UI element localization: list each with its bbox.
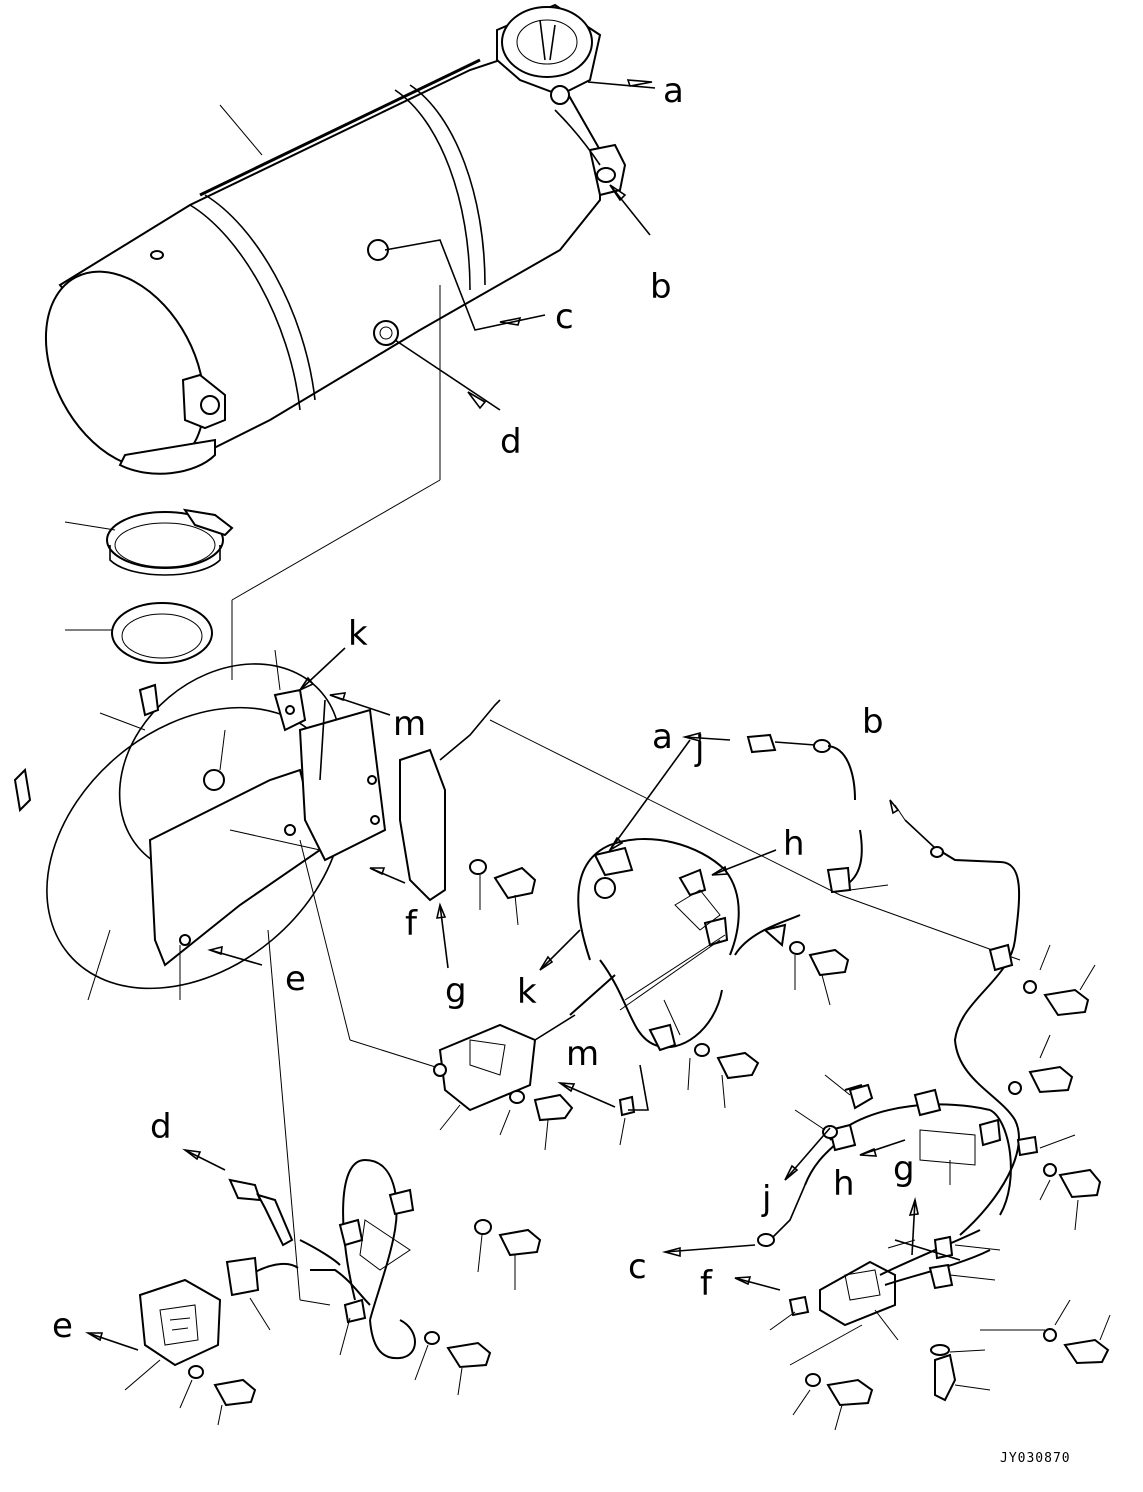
callout-m-module: m — [566, 1034, 599, 1074]
callout-h-right: h — [833, 1164, 855, 1204]
callout-c-canister: c — [555, 297, 574, 337]
gasket — [65, 602, 213, 664]
callout-h-harness: h — [783, 824, 805, 864]
callout-e-module: e — [52, 1306, 73, 1346]
harness-upper-middle — [534, 838, 850, 1052]
callout-labels: a b c d k m a b j h f g e k m d e j h g … — [52, 71, 915, 1346]
callout-j-right: j — [761, 1179, 771, 1219]
harness-right — [757, 799, 1102, 1247]
callout-d-canister: d — [500, 422, 522, 462]
drawing-code: JY030870 — [1000, 1451, 1071, 1466]
clamp-band — [64, 508, 234, 576]
sensor-module-m — [433, 1023, 760, 1151]
harness-right-leaders — [661, 1127, 906, 1258]
control-module-e — [85, 1278, 257, 1426]
callout-m-bracket: m — [393, 704, 426, 744]
callout-f-right: f — [700, 1264, 713, 1304]
callout-g-bracket: g — [445, 971, 467, 1011]
mounting-bracket-assembly — [13, 663, 501, 990]
callout-c-right: c — [628, 1247, 647, 1287]
harness-upper-middle-leaders — [539, 739, 777, 1036]
callout-a-sensor: a — [652, 717, 673, 757]
bolt-set-f — [469, 859, 537, 926]
sensor-a-harness — [681, 731, 889, 894]
callout-k-harness: k — [517, 972, 537, 1012]
callout-e-bracket: e — [285, 959, 306, 999]
callout-b-canister: b — [650, 267, 672, 307]
sensor-d-harness — [182, 1148, 542, 1396]
callout-d-sensor: d — [150, 1107, 172, 1147]
callout-f-bracket: f — [405, 904, 418, 944]
callout-b-harness: b — [862, 702, 884, 742]
canister-leaders — [219, 79, 656, 680]
bracket-leaders — [87, 647, 1021, 1306]
muffler-canister — [44, 3, 627, 475]
callout-a-canister: a — [663, 71, 684, 111]
sensor-module-f — [734, 1084, 1111, 1431]
callout-g-right: g — [893, 1149, 915, 1189]
callout-k-bracket: k — [348, 614, 368, 654]
callout-j-harness: j — [694, 729, 704, 769]
